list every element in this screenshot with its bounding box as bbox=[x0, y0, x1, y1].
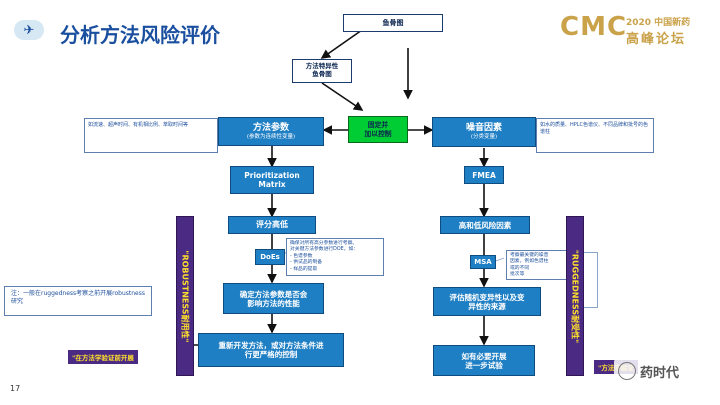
does-note-line3: - 色谱参数 bbox=[290, 253, 313, 259]
robustness-bar-label: "ROBUSTNESS耐用性" bbox=[180, 249, 190, 343]
method-specific-line1: 方法特异性 bbox=[305, 62, 339, 71]
msa-note-line3: 或的不同 bbox=[510, 265, 530, 271]
noise-factors-box: 噪音因素 (分类变量) bbox=[432, 117, 536, 147]
does-note-line2: 对关键方法参数进行DOE，如： bbox=[290, 247, 359, 253]
evaluate-random-line1: 评估随机变异性以及变 bbox=[449, 292, 525, 302]
msa-note-line2: 因素，例如色谱柱 bbox=[510, 259, 549, 265]
right-note-text: 如水的质量、HPLC色谱仪、不同品牌和批号的色谱柱 bbox=[540, 122, 649, 135]
evaluate-random-line2: 异性的来源 bbox=[468, 301, 506, 311]
evaluate-random-box: 评估随机变异性以及变 异性的来源 bbox=[433, 287, 541, 316]
fmea-box: FMEA bbox=[464, 166, 504, 184]
high-low-risk-label: 高和低风险因素 bbox=[458, 220, 512, 230]
fishbone-box: 鱼骨图 bbox=[343, 14, 443, 32]
msa-label: MSA bbox=[474, 257, 492, 266]
ruggedness-bar-label: "RUGGEDNESS耐受性" bbox=[570, 249, 580, 343]
wechat-icon bbox=[618, 362, 636, 380]
title-marker-icon: ✈ bbox=[14, 20, 44, 40]
does-box: DoEs bbox=[255, 249, 285, 265]
watermark: 药时代 bbox=[614, 358, 718, 384]
right-bracket bbox=[584, 252, 598, 308]
redevelop-line1: 重新开发方法，或对方法条件进 bbox=[218, 341, 324, 350]
page-title: 分析方法风险评价 bbox=[60, 23, 220, 47]
msa-note-line4: 批次等 bbox=[510, 272, 525, 278]
high-low-risk-box: 高和低风险因素 bbox=[440, 216, 530, 234]
does-note-line4: - 供试品的制备 bbox=[290, 260, 323, 266]
score-high-low-label: 评分高低 bbox=[256, 220, 288, 230]
further-test-line2: 进一步试验 bbox=[465, 360, 503, 370]
bottom-left-note: 注：一般在ruggedness考察之前开展robustness研究 bbox=[4, 286, 152, 316]
left-yellow-text: "在方法学验证前开展 bbox=[72, 354, 134, 362]
fishbone-label: 鱼骨图 bbox=[382, 18, 404, 27]
logo-year-line: 2020 中国新药 bbox=[626, 18, 691, 28]
fixed-control-line2: 加以控制 bbox=[364, 129, 392, 138]
does-note-line1: 确保对所有高分参数进行考察。 bbox=[290, 241, 358, 246]
method-params-title: 方法参数 bbox=[252, 122, 289, 133]
determine-impact-line2: 影响方法的性能 bbox=[247, 298, 300, 308]
bottom-note-text: 注：一般在ruggedness考察之前开展robustness研究 bbox=[11, 290, 145, 306]
logo-sub-line: 高峰论坛 bbox=[626, 32, 687, 47]
prioritization-line1: Prioritization bbox=[244, 171, 300, 180]
method-specific-line2: 鱼骨图 bbox=[312, 70, 332, 78]
msa-note-line1: 考察最关键的噪音 bbox=[510, 253, 549, 258]
fixed-control-line1: 固定并 bbox=[367, 121, 389, 130]
further-test-box: 如有必要开展 进一步试验 bbox=[433, 345, 535, 376]
does-label: DoEs bbox=[260, 252, 280, 261]
robustness-bar: "ROBUSTNESS耐用性" bbox=[176, 216, 194, 376]
method-params-box: 方法参数 (参数为连续性变量) bbox=[218, 117, 324, 146]
fmea-label: FMEA bbox=[472, 170, 496, 180]
determine-impact-box: 确定方法参数是否会 影响方法的性能 bbox=[223, 283, 324, 314]
ruggedness-bar: "RUGGEDNESS耐受性" bbox=[566, 216, 584, 376]
noise-factors-sub: (分类变量) bbox=[470, 134, 498, 141]
page-number: 17 bbox=[10, 384, 21, 393]
score-high-low-box: 评分高低 bbox=[228, 216, 316, 234]
left-yellow-label: "在方法学验证前开展 bbox=[68, 350, 138, 364]
logo-text: CMC bbox=[560, 12, 628, 42]
left-note-text: 如流速、超声时间、有机相比例、萃取时间等 bbox=[88, 122, 189, 128]
left-example-note: 如流速、超声时间、有机相比例、萃取时间等 bbox=[84, 118, 218, 153]
determine-impact-line1: 确定方法参数是否会 bbox=[239, 289, 308, 299]
msa-box: MSA bbox=[470, 255, 496, 269]
does-note: 确保对所有高分参数进行考察。 对关键方法参数进行DOE，如： - 色谱参数 - … bbox=[286, 238, 384, 276]
watermark-text: 药时代 bbox=[640, 365, 680, 381]
further-test-line1: 如有必要开展 bbox=[461, 351, 507, 361]
noise-factors-title: 噪音因素 bbox=[465, 123, 502, 134]
cmc-logo: CMC 2020 中国新药 高峰论坛 bbox=[560, 12, 710, 47]
msa-note: 考察最关键的噪音 因素，例如色谱柱 或的不同 批次等 bbox=[506, 250, 568, 280]
fixed-control-box: 固定并 加以控制 bbox=[348, 116, 408, 143]
prioritization-matrix-box: Prioritization Matrix bbox=[230, 166, 314, 194]
method-specific-fishbone-box: 方法特异性 鱼骨图 bbox=[292, 59, 352, 83]
prioritization-line2: Matrix bbox=[258, 180, 286, 189]
method-params-sub: (参数为连续性变量) bbox=[246, 133, 296, 140]
does-note-line5: - 样品的提取 bbox=[290, 266, 318, 272]
redevelop-box: 重新开发方法，或对方法条件进 行更严格的控制 bbox=[198, 333, 344, 367]
redevelop-line2: 行更严格的控制 bbox=[244, 350, 298, 359]
right-example-note: 如水的质量、HPLC色谱仪、不同品牌和批号的色谱柱 bbox=[536, 118, 654, 153]
